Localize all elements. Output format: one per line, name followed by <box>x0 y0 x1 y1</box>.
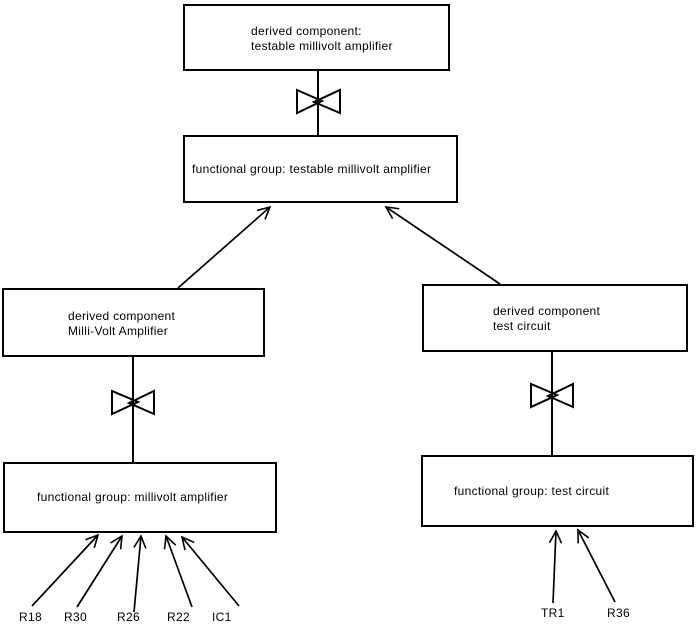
node-derived-component-milli-volt-amplifier: derived component Milli-Volt Amplifier <box>2 288 265 357</box>
node-label: functional group: test circuit <box>454 483 610 498</box>
bowtie-icon <box>530 382 574 409</box>
node-label: derived component <box>493 304 601 318</box>
component-label-R30: R30 <box>64 610 87 624</box>
node-functional-group-millivolt-amplifier: functional group: millivolt amplifier <box>3 462 277 533</box>
arrow-right-derived-to-functional <box>384 205 501 285</box>
component-label-R26: R26 <box>117 610 140 624</box>
arrow-R30 <box>76 534 123 608</box>
component-label-R18: R18 <box>19 610 42 624</box>
arrow-TR1 <box>548 529 563 604</box>
arrow-left-derived-to-functional <box>177 205 272 289</box>
bowtie-icon <box>111 389 155 416</box>
node-label: derived component <box>68 309 176 323</box>
bowtie-icon <box>296 88 341 115</box>
component-label-R36: R36 <box>607 606 630 620</box>
node-functional-group-testable-millivolt-amplifier: functional group: testable millivolt amp… <box>183 135 458 203</box>
arrow-R36 <box>577 528 616 603</box>
node-label: Milli-Volt Amplifier <box>68 324 169 338</box>
node-derived-component-testable-millivolt-amplifier: derived component: testable millivolt am… <box>183 4 450 71</box>
component-label-IC1: IC1 <box>212 610 232 624</box>
arrow-IC1 <box>180 535 240 607</box>
node-label: test circuit <box>493 319 551 333</box>
arrow-R26 <box>133 534 147 613</box>
component-label-R22: R22 <box>167 610 190 624</box>
arrow-R18 <box>31 533 100 607</box>
node-label: functional group: testable millivolt amp… <box>192 161 432 176</box>
component-label-TR1: TR1 <box>541 606 565 620</box>
arrow-R22 <box>163 534 193 608</box>
node-label: derived component: <box>251 24 362 38</box>
node-derived-component-test-circuit: derived component test circuit <box>422 284 688 352</box>
node-label: testable millivolt amplifier <box>251 39 393 53</box>
node-functional-group-test-circuit: functional group: test circuit <box>421 455 694 527</box>
node-label: functional group: millivolt amplifier <box>37 490 229 504</box>
